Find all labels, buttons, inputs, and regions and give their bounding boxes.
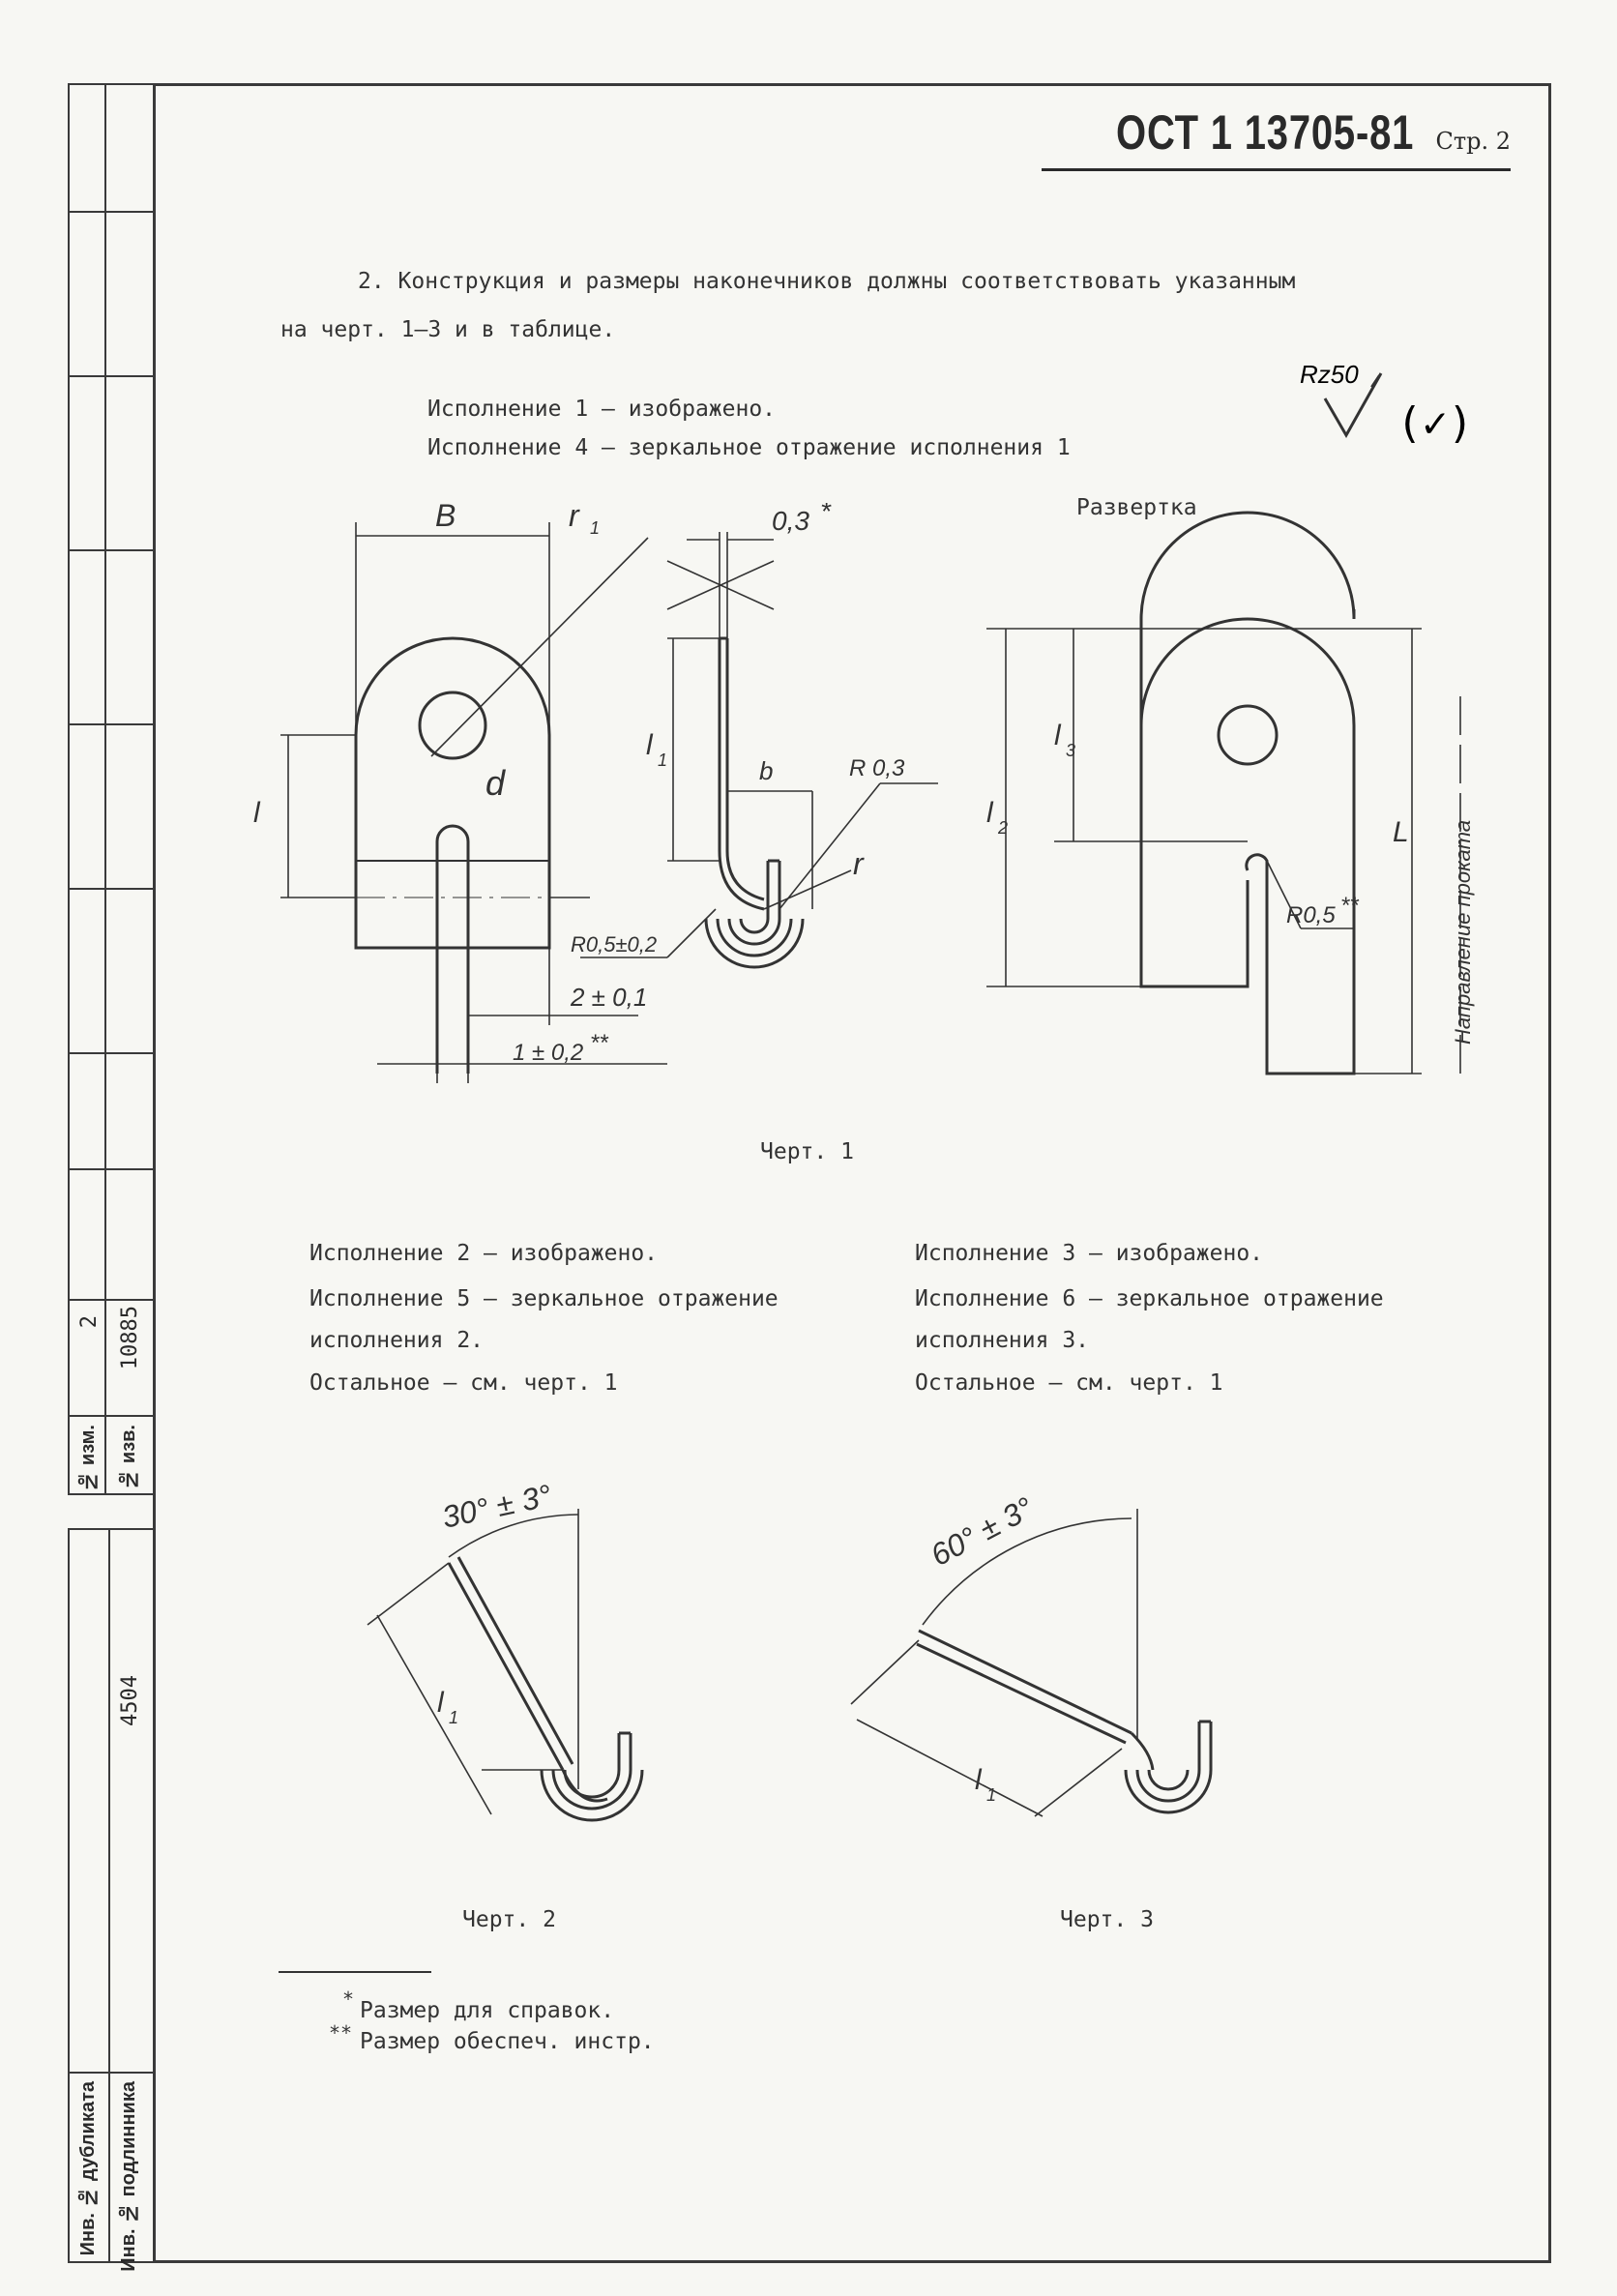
fig3-l1: l xyxy=(975,1764,983,1796)
footnote-2: Размер обеспеч. инстр. xyxy=(360,2029,655,2054)
dim-L: L xyxy=(1393,816,1409,848)
dim-b: b xyxy=(759,756,773,785)
fig2-part xyxy=(447,1556,644,1822)
footnote-1-mark: * xyxy=(342,1987,355,2011)
svg-text:2: 2 xyxy=(997,818,1008,838)
izv-value: 10885 xyxy=(118,1306,142,1370)
front-view xyxy=(354,636,551,1074)
inv-podl-label: Инв. № подлинника xyxy=(118,2081,139,2272)
svg-text:3: 3 xyxy=(1066,741,1075,760)
svg-text:1: 1 xyxy=(449,1708,458,1727)
dim-r: r xyxy=(853,846,865,881)
fig3-angle: 60° ± 3° xyxy=(925,1490,1039,1574)
dim-l2: l xyxy=(986,797,994,829)
standard-number: ОСТ 1 13705-81 xyxy=(1116,105,1415,160)
paragraph-line-1: 2. Конструкция и размеры наконечников до… xyxy=(358,269,1296,294)
svg-text:1: 1 xyxy=(590,518,600,538)
variant-3-line3: исполнения 3. xyxy=(915,1328,1090,1353)
figure-2-drawing: 30° ± 3° l 1 xyxy=(367,1480,644,1822)
dim-R05: R0,5 xyxy=(1286,902,1336,928)
variant-2-line2: Исполнение 5 – зеркальное отражение xyxy=(309,1286,779,1311)
fig2-l1: l xyxy=(437,1687,445,1719)
side-block-bottom: 4504 Инв. № дубликата Инв. № подлинника xyxy=(68,1528,153,2272)
variant-2-line4: Остальное – см. черт. 1 xyxy=(309,1370,618,1396)
dim-1: 1 ± 0,2 xyxy=(513,1040,583,1066)
svg-text:1: 1 xyxy=(986,1785,996,1805)
roughness-label: Rz50 xyxy=(1300,360,1359,389)
svg-text:**: ** xyxy=(1340,893,1359,919)
dim-R05-tol: R0,5±0,2 xyxy=(571,932,657,957)
footnote-2-mark: ** xyxy=(329,2021,353,2045)
variant-2-line3: исполнения 2. xyxy=(309,1328,485,1353)
development-view xyxy=(1139,511,1356,1075)
fig1-caption: Черт. 1 xyxy=(760,1139,854,1164)
page-frame xyxy=(153,83,1551,2263)
svg-text:1: 1 xyxy=(658,751,667,770)
fig3-dims xyxy=(850,1509,1138,1817)
front-dims xyxy=(280,522,667,1083)
inv-dup-label: Инв. № дубликата xyxy=(77,2081,99,2256)
footnote-1: Размер для справок. xyxy=(360,1998,615,2023)
inv-podl-value: 4504 xyxy=(118,1675,142,1726)
variant-3-line1: Исполнение 3 – изображено. xyxy=(915,1241,1264,1266)
dim-B: B xyxy=(435,503,456,533)
development-dims xyxy=(986,628,1461,1074)
dim-2: 2 ± 0,1 xyxy=(570,983,647,1012)
page-header: ОСТ 1 13705-81 Стр. 2 xyxy=(1042,104,1511,171)
variant-3-line4: Остальное – см. черт. 1 xyxy=(915,1370,1223,1396)
side-divider xyxy=(108,1530,110,2261)
dim-l: l xyxy=(253,797,261,829)
rolling-direction: Направление проката xyxy=(1451,820,1475,1045)
fig3-part xyxy=(916,1629,1213,1814)
variant-3-line2: Исполнение 6 – зеркальное отражение xyxy=(915,1286,1384,1311)
figure-1-drawing: B r 1 d l 2 ± 0,1 1 ± 0,2 ** 0,3 * l 1 b… xyxy=(253,503,1475,1083)
dim-r1: r xyxy=(569,503,580,533)
page-number: Стр. 2 xyxy=(1435,128,1511,155)
svg-text:**: ** xyxy=(590,1030,608,1056)
side-dims xyxy=(580,532,938,958)
izm-label: № изм. xyxy=(77,1425,99,1492)
variant-4-text: Исполнение 4 – зеркальное отражение испо… xyxy=(427,435,1071,460)
roughness-symbol: Rz50 (✓) xyxy=(1300,360,1473,448)
fig2-caption: Черт. 2 xyxy=(462,1907,556,1932)
paragraph-line-2: на черт. 1–3 и в таблице. xyxy=(280,317,616,342)
dim-R03: R 0,3 xyxy=(849,755,905,781)
side-block-top: 2 № изм. 10885 № изв. xyxy=(68,83,153,1495)
fig2-dims xyxy=(367,1509,579,1815)
footnote-divider xyxy=(279,1971,431,1973)
fig2-angle: 30° ± 3° xyxy=(439,1480,555,1535)
dim-d: d xyxy=(485,763,506,803)
side-divider xyxy=(104,85,106,1493)
izm-value: 2 xyxy=(77,1315,102,1329)
check-icon xyxy=(1323,372,1383,439)
side-view xyxy=(704,636,805,969)
figure-3-drawing: 60° ± 3° l 1 xyxy=(850,1490,1213,1817)
variant-1-text: Исполнение 1 – изображено. xyxy=(427,397,777,422)
izv-label: № изв. xyxy=(118,1425,139,1490)
dim-t: 0,3 xyxy=(772,506,809,536)
svg-text:*: * xyxy=(820,503,832,526)
razvertka-label: Развертка xyxy=(1076,495,1197,520)
fig3-caption: Черт. 3 xyxy=(1060,1907,1154,1932)
dim-l3: l xyxy=(1054,720,1062,751)
variant-2-line1: Исполнение 2 – изображено. xyxy=(309,1241,659,1266)
dim-l1: l xyxy=(646,729,654,761)
roughness-paren: (✓) xyxy=(1396,398,1473,448)
